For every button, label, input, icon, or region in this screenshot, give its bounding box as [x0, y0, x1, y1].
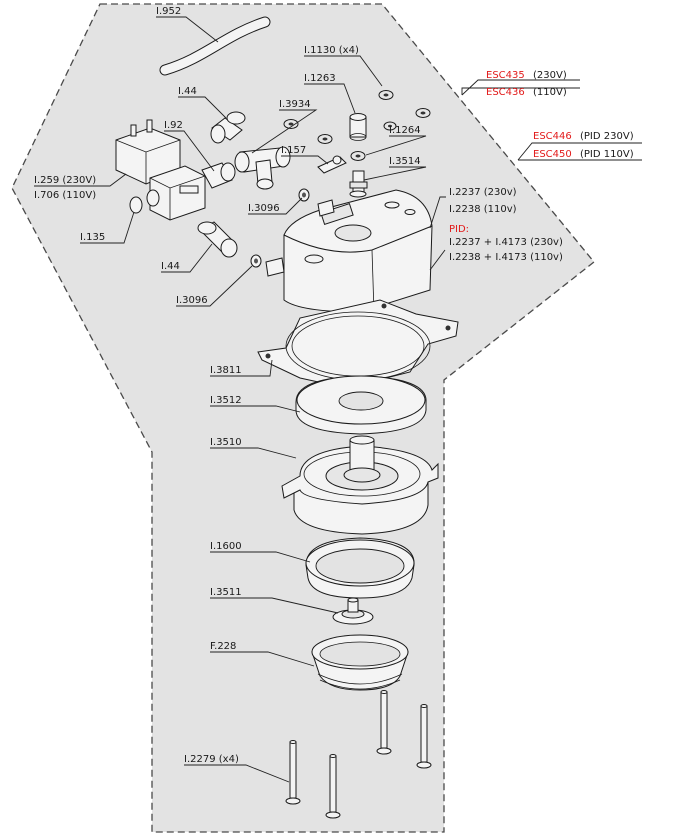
- label-i2279: I.2279 (x4): [184, 754, 239, 765]
- elbow-fitting-i44-bottom: [197, 221, 238, 258]
- label-i1263: I.1263: [304, 73, 336, 84]
- label-i3096-bottom: I.3096: [176, 295, 208, 306]
- label-i3514: I.3514: [389, 156, 421, 167]
- label-i44-top: I.44: [178, 86, 197, 97]
- solenoid-valve: [115, 119, 206, 221]
- label-i1264: I.1264: [389, 125, 421, 136]
- label-i135: I.135: [80, 232, 105, 243]
- diffuser-disc-i3512: [295, 375, 427, 435]
- pid-heading: PID:: [449, 224, 469, 235]
- label-i706: I.706 (110V): [34, 190, 96, 201]
- clamp-i157: [317, 155, 347, 174]
- boiler-i2237: [265, 189, 433, 313]
- part-labels: I.952 I.1130 (x4) I.1263 I.44 I.3934 I.9…: [34, 6, 563, 765]
- connector-i92: [201, 162, 236, 189]
- label-i3510: I.3510: [210, 437, 242, 448]
- washers-i3096: [250, 188, 310, 268]
- tube-i952: [159, 16, 271, 76]
- label-f228: F.228: [210, 641, 236, 652]
- label-i3811: I.3811: [210, 365, 242, 376]
- elbow-fitting-i44-top: [210, 111, 246, 144]
- model-esc446-voltage: (PID 230V): [580, 131, 634, 142]
- gasket-ring-i1600: [305, 537, 415, 599]
- label-i1130: I.1130 (x4): [304, 45, 359, 56]
- label-i3934: I.3934: [279, 99, 311, 110]
- tee-fitting-i3934: [234, 146, 291, 190]
- leader-lines: [34, 16, 642, 783]
- label-i92: I.92: [164, 120, 183, 131]
- filter-basket-f228: [311, 634, 409, 691]
- shower-screen-i3511: [332, 597, 374, 625]
- label-i259: I.259 (230V): [34, 175, 96, 186]
- model-esc450-voltage: (PID 110V): [580, 149, 634, 160]
- label-i157: I.157: [281, 145, 306, 156]
- nut-i1264: [350, 151, 366, 161]
- pid-line-230v: I.2237 + I.4173 (230v): [449, 237, 563, 248]
- model-esc435: ESC435: [486, 70, 525, 81]
- model-esc436-voltage: (110V): [533, 87, 567, 98]
- label-i3512: I.3512: [210, 395, 242, 406]
- model-esc435-voltage: (230V): [533, 70, 567, 81]
- label-i3096-top: I.3096: [248, 203, 280, 214]
- model-labels: ESC435 (230V) ESC436 (110V) ESC446 (PID …: [486, 70, 634, 160]
- group-head-i3510: [281, 435, 439, 535]
- pid-line-110v: I.2238 + I.4173 (110v): [449, 252, 563, 263]
- label-i3511: I.3511: [210, 587, 242, 598]
- screws-i2279: [285, 690, 432, 819]
- model-esc450: ESC450: [533, 149, 572, 160]
- label-i44-bottom: I.44: [161, 261, 180, 272]
- sensor-i3514: [349, 170, 368, 198]
- spacer-i1263: [349, 113, 367, 141]
- model-esc446: ESC446: [533, 131, 572, 142]
- label-i952: I.952: [156, 6, 181, 17]
- label-i1600: I.1600: [210, 541, 242, 552]
- model-esc436: ESC436: [486, 87, 525, 98]
- nuts-i1130: [283, 90, 431, 144]
- label-i2238: I.2238 (110v): [449, 204, 517, 215]
- label-i2237: I.2237 (230v): [449, 187, 517, 198]
